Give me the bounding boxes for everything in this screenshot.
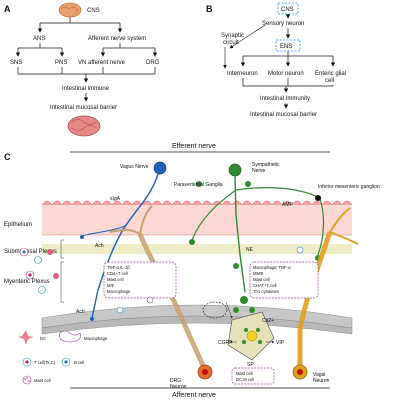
b-glial-1: Enteric glial — [315, 71, 346, 77]
panel-a: A CNS ANS Afferent nerve system SNS PNS … — [4, 2, 160, 137]
ganglion-dot — [245, 181, 251, 187]
ganglion-dot — [315, 195, 321, 201]
c-submucosal: Submucosal Plexus — [4, 249, 57, 255]
panel-c-letter: C — [4, 152, 11, 162]
bottom-cell-box — [231, 367, 275, 385]
cell-legend: DC Macrophage T cell(Ts,C) B cell Mast c… — [18, 330, 108, 385]
c-bracket — [60, 239, 64, 259]
right-box-line: Macrophage; TNF-α — [253, 265, 291, 270]
c-ach-1: Ach — [95, 243, 104, 249]
c-drg-1: DRG — [170, 378, 181, 384]
c-cgrp: CGRP — [218, 340, 233, 346]
c-siga: sIgA — [110, 196, 121, 202]
panel-b-letter: B — [206, 4, 213, 14]
bottom-box-line: DC;M cell — [236, 377, 254, 382]
b-motor: Motor neuron — [268, 71, 304, 77]
a-pns: PNS — [55, 60, 67, 66]
c-drg-2: Neuron — [170, 384, 187, 390]
right-box-line: Mast cell — [253, 277, 270, 282]
right-box-lines: Macrophage; TNF-α MMΦ Mast cell CHAT+T c… — [253, 265, 291, 294]
c-sympathetic-1: Sympathetic — [252, 162, 280, 168]
c-paravertebral: Paravertebral Ganglia — [174, 182, 223, 188]
right-box-line: MMΦ — [253, 271, 264, 276]
right-box-line: CHAT+T cell — [253, 283, 277, 288]
left-box-line: MΦ — [107, 283, 114, 288]
left-box-line: Macrophage — [107, 289, 131, 294]
a-drg: DRG — [146, 60, 160, 66]
b-immunity: Intestinal Immunity — [260, 96, 310, 102]
immune-cells — [19, 246, 304, 314]
a-sns: SNS — [10, 60, 22, 66]
left-cytokine-box — [103, 261, 177, 299]
c-vip: VIP — [276, 340, 285, 346]
c-efferent: Efferent nerve — [172, 143, 216, 150]
b-arrow — [229, 24, 266, 49]
left-box-lines: TNF-α,IL-1β CD4+T cell Mast cell MΦ Macr… — [107, 265, 131, 294]
legend-bcell: B cell — [74, 360, 84, 365]
b-barrier: Intestinal mucosal barrier — [250, 112, 317, 118]
panel-b: B CNS Sensory neuron ENS Synaptic circui… — [206, 2, 346, 118]
c-ach-2: Ach — [76, 309, 85, 315]
c-vagal-1: Vagal — [313, 372, 325, 378]
mast-cell-icon — [22, 375, 32, 385]
c-bracket — [60, 261, 64, 303]
c-sp: SP — [247, 362, 254, 368]
left-box-line: CD4+T cell — [107, 271, 128, 276]
c-ca: Ca2+ — [262, 318, 274, 324]
c-sympathetic-2: Nerve — [252, 168, 266, 174]
left-box-line: Mast cell — [107, 277, 124, 282]
ganglion-dot — [196, 181, 202, 187]
brain-icon — [58, 2, 82, 18]
legend-mast: Mast cell — [34, 378, 51, 383]
central-cell — [227, 311, 275, 361]
right-cytokine-box — [249, 261, 319, 299]
legend-dc: DC — [40, 336, 46, 341]
right-box-line: Th1 cytokines — [253, 289, 279, 294]
c-vagal-2: Neuron — [313, 378, 330, 384]
a-afferent: Afferent nerve system — [88, 36, 146, 42]
b-synaptic-1: Synaptic — [221, 33, 244, 39]
submucosal-band — [42, 244, 352, 254]
a-ans: ANS — [33, 36, 45, 42]
b-ens: ENS — [280, 44, 292, 50]
a-cns: CNS — [87, 8, 100, 14]
sympathetic-nerve — [189, 163, 325, 313]
intestine-icon — [67, 115, 101, 137]
b-cns: CNS — [281, 7, 294, 13]
panel-a-letter: A — [4, 4, 11, 14]
b-interneuron: Interneuron — [227, 71, 258, 77]
vagus-nerve — [80, 161, 167, 321]
macrophage-icon — [59, 330, 81, 343]
c-inferior: Inferior mesenteric ganglion — [318, 184, 380, 190]
b-glial-2: cell — [325, 78, 334, 84]
a-vn: VN afferent nerve — [78, 60, 126, 66]
c-epithelium: Epithelium — [4, 222, 32, 228]
b-sensory: Sensory neuron — [262, 21, 304, 27]
c-dashed-ellipse — [202, 301, 228, 319]
a-barrier: Intestinal mucosal barrier — [50, 105, 117, 111]
c-amp: AMP — [282, 202, 294, 208]
b-cns-box — [277, 2, 299, 15]
bottom-box-line: Mast cell — [236, 371, 253, 376]
b-synaptic-2: circuit — [223, 40, 239, 46]
legend-tcell: T cell(Ts,C) — [34, 360, 56, 365]
c-arrow — [225, 301, 233, 319]
left-box-line: TNF-α,IL-1β — [107, 265, 130, 270]
c-myenteric: Myenteric Plexus — [4, 279, 50, 285]
c-ne: NE — [246, 247, 254, 253]
c-vagus: Vagus Nerve — [120, 164, 149, 170]
panel-c: C Efferent nerve Epithelium Submucosal P… — [4, 143, 380, 399]
a-immune: Intestinal immune — [62, 86, 110, 92]
legend-macrophage: Macrophage — [84, 336, 108, 341]
dc-icon — [18, 330, 34, 345]
c-afferent: Afferent nerve — [172, 392, 216, 399]
